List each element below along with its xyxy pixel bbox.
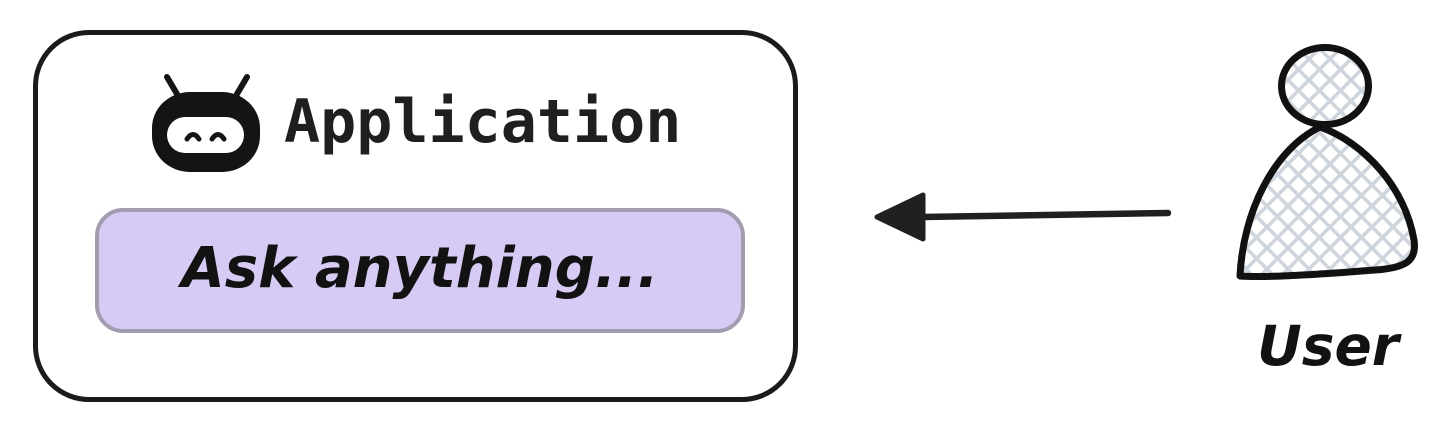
application-title: Application (284, 87, 682, 157)
arrow-left-icon (874, 192, 1172, 242)
person-figure (1236, 44, 1418, 281)
robot-icon (152, 74, 260, 172)
person-head (1278, 44, 1372, 128)
person-body (1236, 123, 1418, 281)
ask-anything-placeholder: Ask anything... (181, 236, 659, 301)
user-label: User (1257, 314, 1399, 378)
ask-anything-input[interactable]: Ask anything... (95, 208, 745, 333)
